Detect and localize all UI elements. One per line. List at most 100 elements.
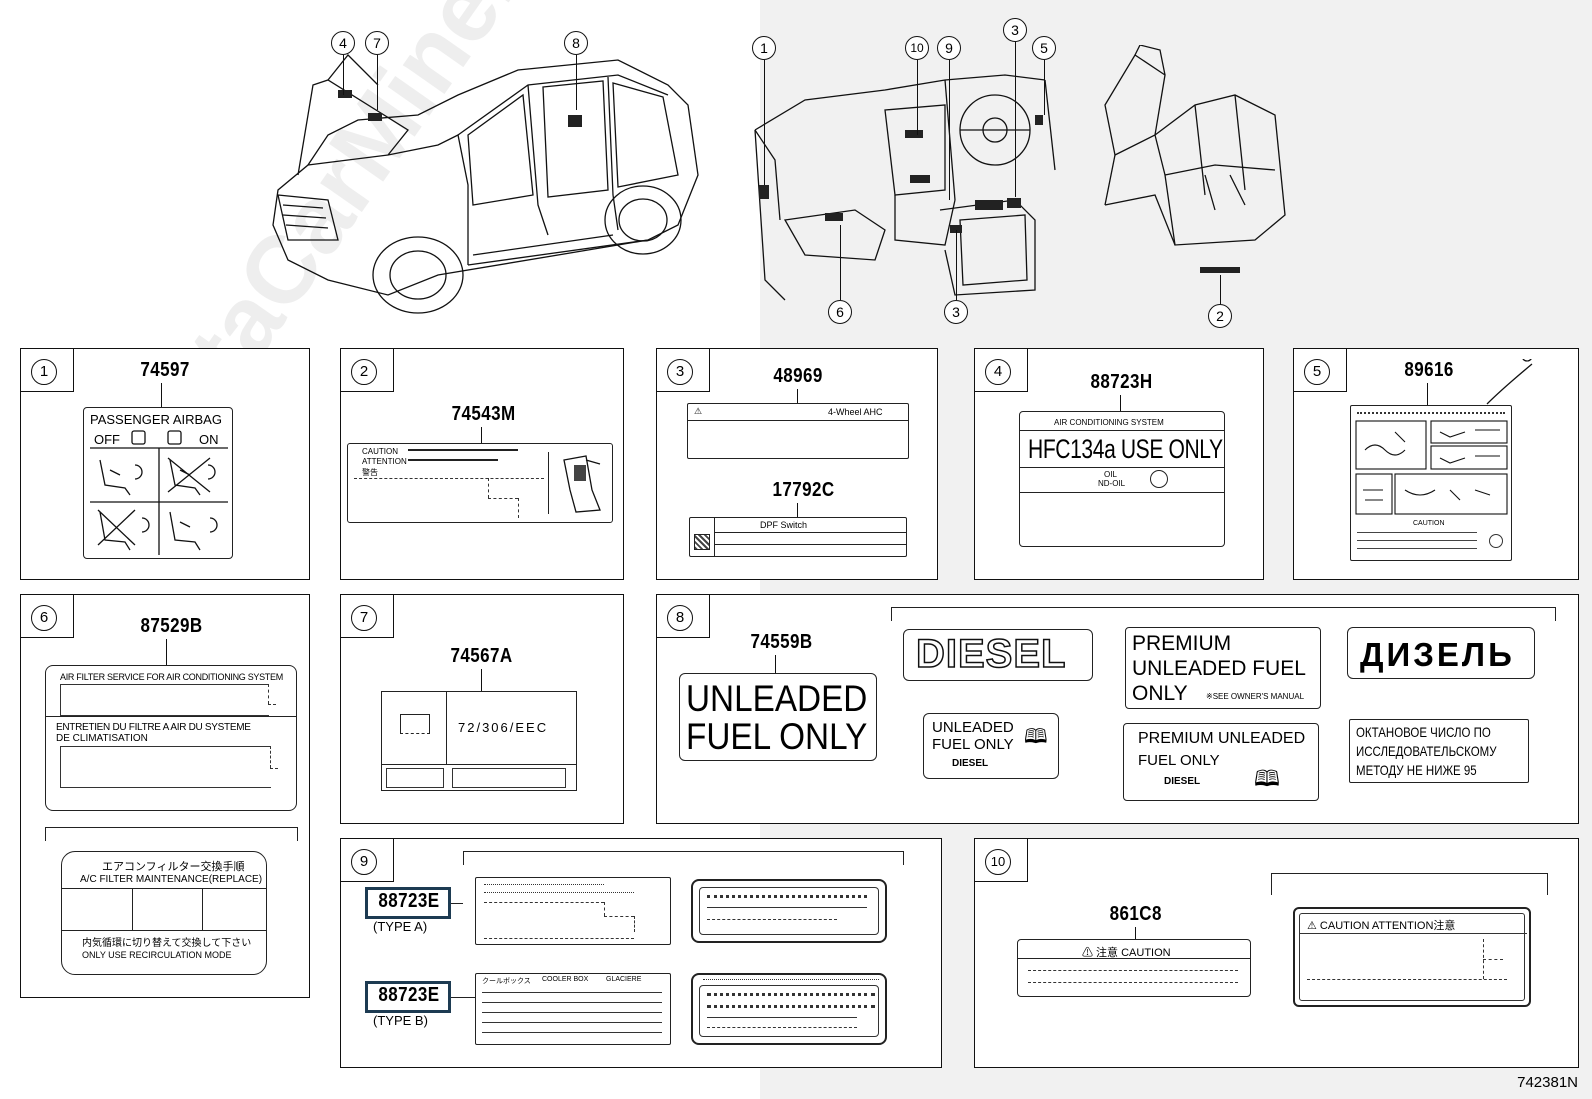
label-text: DIESEL <box>915 631 1067 677</box>
leader-line <box>166 639 167 665</box>
bracket-line <box>297 827 298 841</box>
callout-5: 5 <box>1032 36 1056 60</box>
text-box <box>452 768 566 788</box>
part-number: 87529B <box>140 615 203 637</box>
premium-book-label: PREMIUM UNLEADED FUEL ONLY DIESEL 🕮 <box>1123 723 1319 801</box>
label-text: DPF Switch <box>760 520 808 530</box>
hfc134a-label: AIR CONDITIONING SYSTEM HFC134a USE ONLY… <box>1019 411 1225 547</box>
text-line <box>482 992 662 993</box>
leader-line <box>481 669 482 691</box>
dashed-line <box>270 768 278 769</box>
panel-number: 1 <box>31 359 57 385</box>
label-text: ONLY <box>1132 682 1188 705</box>
label-text: ⚠ 注意 CAUTION <box>1082 947 1171 959</box>
callout-6: 6 <box>828 300 852 324</box>
label-text: A/C FILTER MAINTENANCE(REPLACE) <box>80 874 263 885</box>
caution-label: CAUTION ATTENTION 警告 <box>347 443 613 523</box>
interior-dashboard-illustration <box>754 74 1056 301</box>
part-number: 89616 <box>1404 359 1454 381</box>
text-line <box>484 884 604 885</box>
text-box <box>386 768 444 788</box>
dashed-line <box>268 684 269 704</box>
title-line <box>1357 412 1505 414</box>
text-line <box>707 919 837 920</box>
callout-line <box>764 60 765 185</box>
unleaded-fuel-label: UNLEADED FUEL ONLY <box>679 673 877 761</box>
label-text: МЕТОДУ НЕ НИЖЕ 95 <box>1356 762 1477 778</box>
divider <box>382 764 576 765</box>
label-text: CAUTION <box>362 447 398 456</box>
leader-line <box>451 997 475 998</box>
dashed-line <box>1028 970 1238 971</box>
label-text: PREMIUM <box>1132 632 1232 655</box>
text-line <box>1357 540 1477 541</box>
label-text: クールボックス <box>482 978 531 985</box>
circle-icon <box>1489 534 1503 548</box>
dashed-line <box>1028 982 1238 983</box>
dpf-label: DPF Switch <box>689 517 907 557</box>
dashed-line <box>518 498 519 518</box>
panel-2: 2 74543M CAUTION ATTENTION 警告 <box>340 348 624 580</box>
part-number: 17792C <box>772 479 835 501</box>
bracket-line <box>1547 873 1548 895</box>
leader-line <box>797 389 798 403</box>
inner-border <box>699 887 879 935</box>
text-line <box>707 895 867 898</box>
label-text: OFF <box>94 432 120 447</box>
dashed-line <box>484 902 604 903</box>
label-type-a-1 <box>475 877 671 945</box>
instruction-label: CAUTION <box>1350 405 1512 561</box>
panel-5: 5 89616 CAUTION <box>1293 348 1579 580</box>
panel-1: 1 74597 PASSENGER AIRBAG OFF ON <box>20 348 310 580</box>
seat-pictogram <box>563 455 601 513</box>
callout-8: 8 <box>564 31 588 55</box>
warning-icon: ⚠ <box>694 406 703 416</box>
text-line <box>482 1002 662 1003</box>
dashed-line <box>1307 979 1507 980</box>
panel-corner <box>341 839 394 882</box>
label-type-b-1: クールボックス COOLER BOX GLACIERE <box>475 973 671 1045</box>
dashed-line <box>408 449 518 451</box>
switch-icon <box>694 534 710 550</box>
diesel-russian-label: ДИЗЕЛЬ <box>1347 627 1535 679</box>
caution-label-a: ⚠ 注意 CAUTION <box>1017 939 1251 997</box>
dashed-line <box>604 916 634 917</box>
label-text: 72/306/EEC <box>458 720 549 735</box>
part-number: 88723E <box>378 984 440 1006</box>
book-icon: 🕮 <box>1024 726 1048 748</box>
callout-4: 4 <box>331 31 355 55</box>
callout-line <box>949 60 950 200</box>
label-text: HFC134a USE ONLY <box>1028 434 1223 464</box>
label-text: UNLEADED <box>932 719 1014 736</box>
panel-corner <box>975 839 1028 882</box>
part-number: 861C8 <box>1109 903 1162 925</box>
panel-corner <box>21 349 74 392</box>
panel-corner <box>657 349 710 392</box>
part-number: 88723H <box>1090 371 1153 393</box>
callout-line <box>1015 42 1016 197</box>
bracket-line <box>1555 607 1556 621</box>
divider <box>132 888 133 930</box>
divider <box>62 888 266 889</box>
leader-line <box>1427 383 1428 405</box>
rear-seats-illustration <box>1104 45 1286 273</box>
caution-label-b: ⚠ CAUTION ATTENTION注意 <box>1293 907 1531 1007</box>
bracket-line <box>1271 873 1272 895</box>
inner-border <box>699 985 879 1037</box>
panel-6: 6 87529B AIR FILTER SERVICE FOR AIR COND… <box>20 594 310 998</box>
panel-number: 4 <box>985 359 1011 385</box>
callout-line <box>1220 275 1221 304</box>
label-text: UNLEADED FUEL <box>1132 657 1306 680</box>
panel-corner <box>341 595 394 638</box>
panel-number: 6 <box>31 605 57 631</box>
label-text: 4-Wheel AHC <box>828 407 883 417</box>
dashed-line <box>268 704 276 705</box>
panel-corner <box>657 595 710 638</box>
label-text: FUEL ONLY <box>1138 752 1220 769</box>
part-number: 74543M <box>451 403 516 425</box>
callout-line <box>343 55 344 95</box>
label-text: ENTRETIEN DU FILTRE A AIR DU SYSTEME <box>56 722 251 733</box>
dashed-line <box>484 938 634 939</box>
leader-line <box>481 427 482 443</box>
diesel-label: DIESEL <box>903 629 1093 681</box>
